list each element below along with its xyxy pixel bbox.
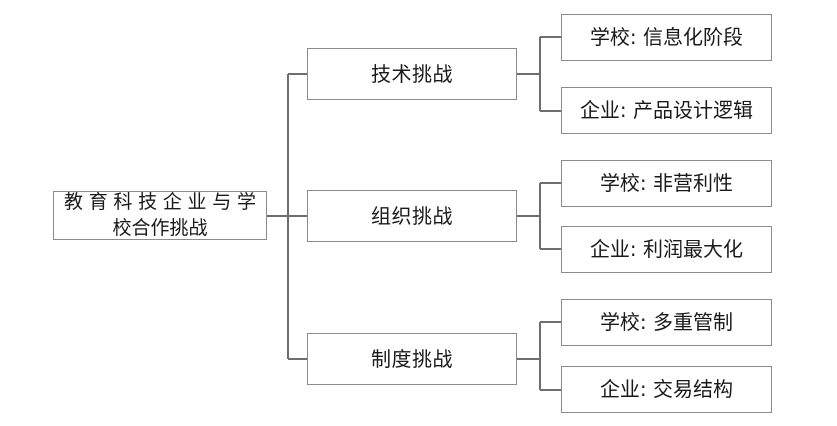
node-category-organizational: 组织挑战: [307, 190, 517, 242]
node-category-institutional: 制度挑战: [307, 333, 517, 385]
node-root-label-line-1: 教育科技企业与学: [64, 191, 256, 214]
node-leaf-enterprise-product-design: 企业: 产品设计逻辑: [561, 87, 772, 134]
node-leaf-enterprise-transaction-structure-label: 企业: 交易结构: [599, 377, 734, 402]
node-leaf-school-nonprofit-label: 学校: 非营利性: [599, 171, 734, 196]
node-leaf-enterprise-product-design-label: 企业: 产品设计逻辑: [579, 98, 754, 123]
node-leaf-school-multiple-regulation: 学校: 多重管制: [561, 299, 772, 346]
node-category-organizational-label: 组织挑战: [371, 203, 453, 228]
node-leaf-enterprise-transaction-structure: 企业: 交易结构: [561, 366, 772, 413]
node-root: 教育科技企业与学 校合作挑战: [53, 191, 267, 240]
node-root-label: 教育科技企业与学 校合作挑战: [60, 190, 260, 240]
node-leaf-enterprise-profit-maximization: 企业: 利润最大化: [561, 226, 772, 273]
node-leaf-school-multiple-regulation-label: 学校: 多重管制: [599, 310, 734, 335]
node-category-technical-label: 技术挑战: [371, 61, 453, 86]
node-root-label-line-2: 校合作挑战: [112, 216, 208, 239]
node-category-institutional-label: 制度挑战: [371, 346, 453, 371]
node-leaf-school-informatization: 学校: 信息化阶段: [561, 14, 772, 61]
node-leaf-enterprise-profit-maximization-label: 企业: 利润最大化: [589, 237, 744, 262]
node-leaf-school-informatization-label: 学校: 信息化阶段: [589, 25, 744, 50]
node-leaf-school-nonprofit: 学校: 非营利性: [561, 160, 772, 207]
node-category-technical: 技术挑战: [307, 48, 517, 100]
